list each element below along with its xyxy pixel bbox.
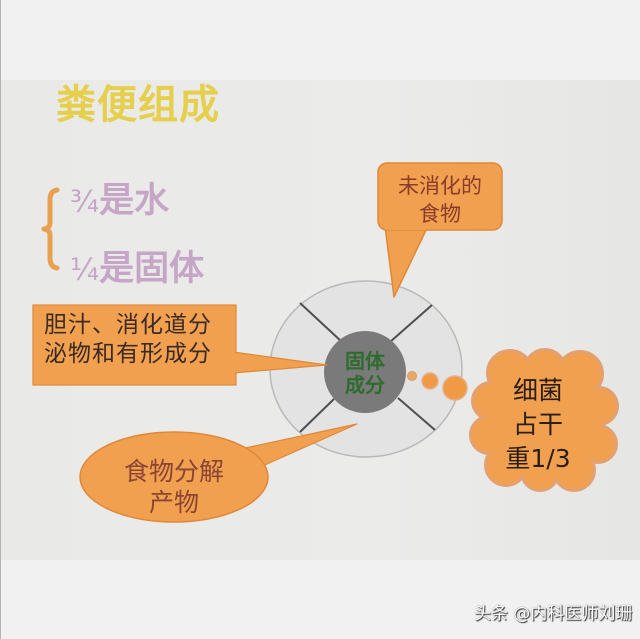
watermark: 头条 @内科医师刘珊 xyxy=(474,604,633,624)
callout-line: 未消化的 xyxy=(398,174,482,198)
thought-bubble-medium xyxy=(421,372,439,390)
callout-line: 泌物和有形成分 xyxy=(44,341,212,367)
composition-water: ¾是水 xyxy=(70,182,169,222)
center-label: 固体 成分 xyxy=(335,349,395,397)
callout-line: 产物 xyxy=(148,488,199,517)
callout-undigested-food-shape xyxy=(377,162,503,298)
center-label-line: 成分 xyxy=(345,373,385,397)
callout-box xyxy=(377,162,503,231)
callout-line: 细菌 xyxy=(512,376,563,405)
thought-bubble-large xyxy=(442,375,468,401)
callout-tail-join xyxy=(230,353,238,372)
callout-line: 胆汁、消化道分 xyxy=(44,312,212,338)
divider-line-lower-right xyxy=(397,397,436,431)
callout-line: 重1/3 xyxy=(505,444,571,473)
slide-title: 粪便组成 xyxy=(56,82,220,128)
callout-bile-secretions: 胆汁、消化道分 泌物和有形成分 xyxy=(44,311,212,369)
fraction-three-quarters: ¾ xyxy=(70,185,100,220)
callout-bacteria: 细菌 占干 重1/3 xyxy=(490,374,586,476)
callout-box xyxy=(32,304,237,386)
center-label-line: 固体 xyxy=(345,349,385,373)
callout-food-breakdown-shape xyxy=(79,423,358,523)
divider-line-upper-left xyxy=(299,302,343,343)
callout-tail-join xyxy=(386,225,426,230)
composition-solids: ¼是固体 xyxy=(70,250,204,290)
center-core xyxy=(324,331,406,413)
callout-tail-join xyxy=(232,452,262,470)
brace-icon xyxy=(41,187,60,271)
composition-water-label: 是水 xyxy=(99,181,170,221)
callout-food-breakdown: 食物分解 产物 xyxy=(100,456,248,518)
callout-undigested-food: 未消化的 食物 xyxy=(378,172,502,228)
callout-line: 食物 xyxy=(419,202,461,226)
thought-bubble-small xyxy=(407,371,417,381)
callout-line: 食物分解 xyxy=(123,457,224,486)
callout-line: 占干 xyxy=(512,410,563,439)
divider-line-lower-left xyxy=(299,398,335,433)
callout-bacteria-cloud xyxy=(469,348,619,492)
divider-line-upper-right xyxy=(389,304,433,343)
left-border-rule xyxy=(0,0,1,639)
composition-solids-label: 是固体 xyxy=(99,249,205,289)
fraction-one-quarter: ¼ xyxy=(70,253,100,288)
callout-ellipse xyxy=(79,431,269,523)
callout-bile-shape xyxy=(32,304,328,386)
